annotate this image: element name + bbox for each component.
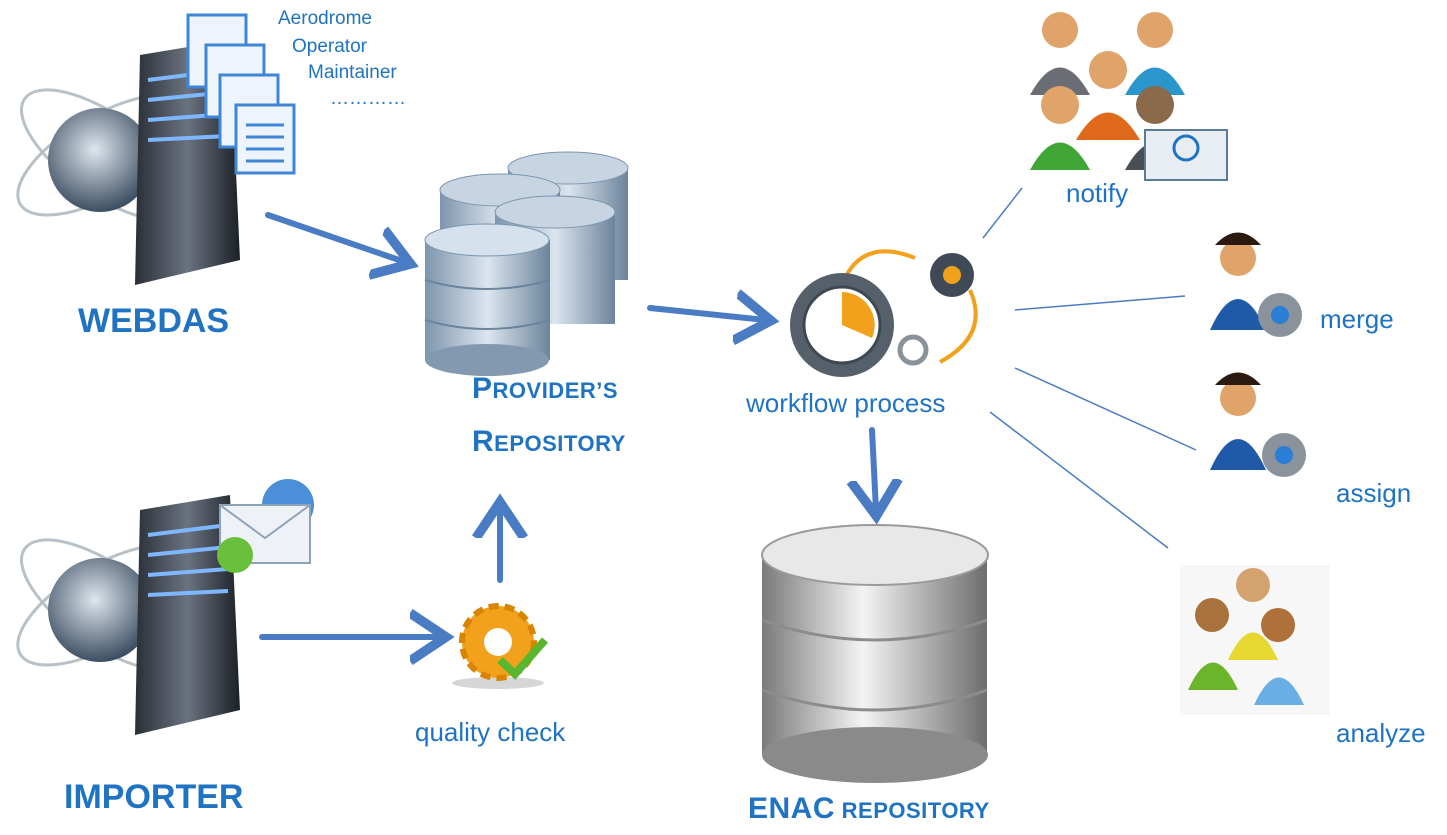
connector-analyze: [989, 411, 1169, 549]
providers-repository-label-line2: REPOSITORY: [472, 425, 626, 458]
connector-merge: [1014, 295, 1186, 311]
importer-label: IMPORTER: [64, 778, 244, 816]
assign-user-icon: [1210, 372, 1306, 477]
analyze-label: analyze: [1336, 718, 1426, 748]
document-stack-icon: [186, 13, 296, 175]
importer-server-icon: [16, 479, 314, 735]
merge-label: merge: [1320, 304, 1394, 334]
connector-notify: [982, 187, 1023, 239]
arrow-providers-to-workflow: [647, 308, 765, 320]
quality-check-gear-icon: [452, 603, 548, 689]
enac-repository-icon: [761, 524, 989, 783]
notify-people-icon: [1030, 12, 1228, 181]
quality-check-label: quality check: [415, 717, 566, 747]
notify-label: notify: [1066, 178, 1129, 208]
assign-label: assign: [1336, 478, 1412, 508]
enac-repository-label: ENAC REPOSITORY: [748, 792, 990, 825]
role-label: Maintainer: [308, 62, 397, 83]
arrow-workflow-to-enac: [872, 427, 876, 510]
role-label: …………: [330, 88, 406, 109]
arrow-webdas-to-providers: [265, 212, 405, 262]
providers-repository-icon: [424, 151, 629, 376]
webdas-label: WEBDAS: [78, 302, 230, 340]
role-label: Operator: [292, 36, 367, 57]
role-label: Aerodrome: [278, 8, 372, 29]
workflow-gears-icon: [790, 249, 978, 377]
connector-assign: [1014, 367, 1197, 451]
providers-repository-label-line1: PROVIDER’S: [472, 372, 619, 405]
analyze-group-icon: [1180, 565, 1330, 715]
merge-user-icon: [1210, 232, 1302, 337]
workflow-process-label: workflow process: [746, 388, 946, 418]
